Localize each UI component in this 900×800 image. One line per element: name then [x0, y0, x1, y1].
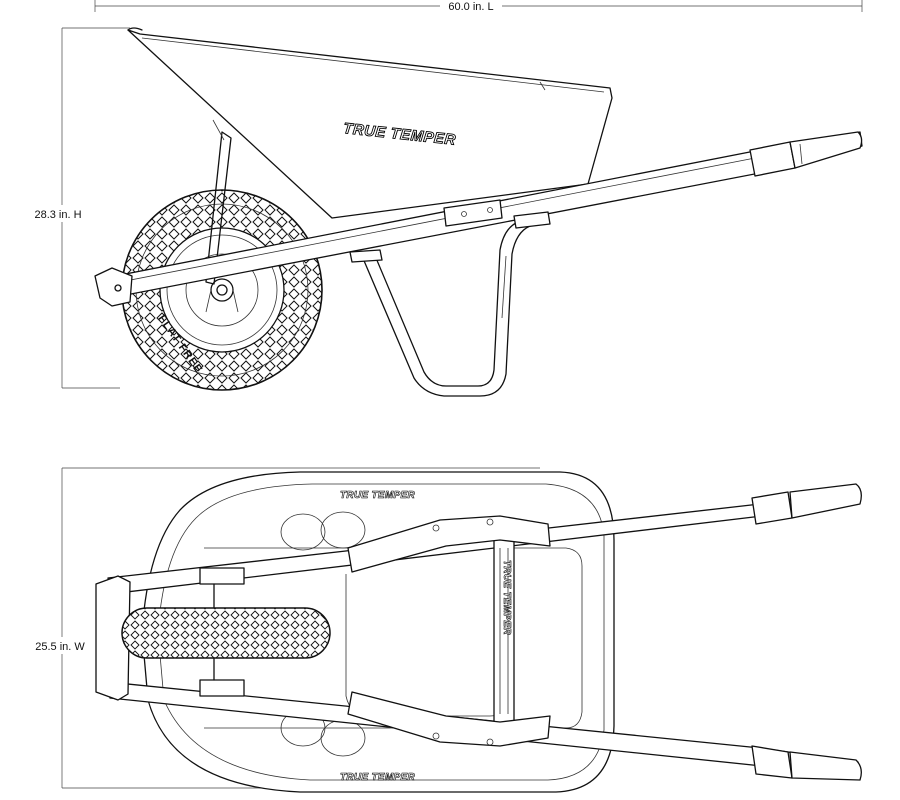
length-dimension-label: 60.0 in. L [448, 1, 493, 13]
top-wheel [121, 583, 331, 681]
height-dimension-label: 28.3 in. H [34, 209, 81, 221]
top-view: TRUE TEMPER TRUE TEMPER TRUE TEMPER [95, 471, 862, 793]
side-tray [127, 27, 613, 219]
brand-logo-top-2: TRUE TEMPER [340, 772, 415, 783]
side-leg [349, 211, 551, 397]
side-handle [94, 131, 863, 307]
width-dimension-label: 25.5 in. W [35, 641, 85, 653]
brand-logo-top-3: TRUE TEMPER [501, 560, 512, 635]
side-view: FLAT FREE [94, 27, 863, 397]
brand-logo-top-1: TRUE TEMPER [340, 490, 415, 501]
top-brackets [199, 515, 551, 747]
